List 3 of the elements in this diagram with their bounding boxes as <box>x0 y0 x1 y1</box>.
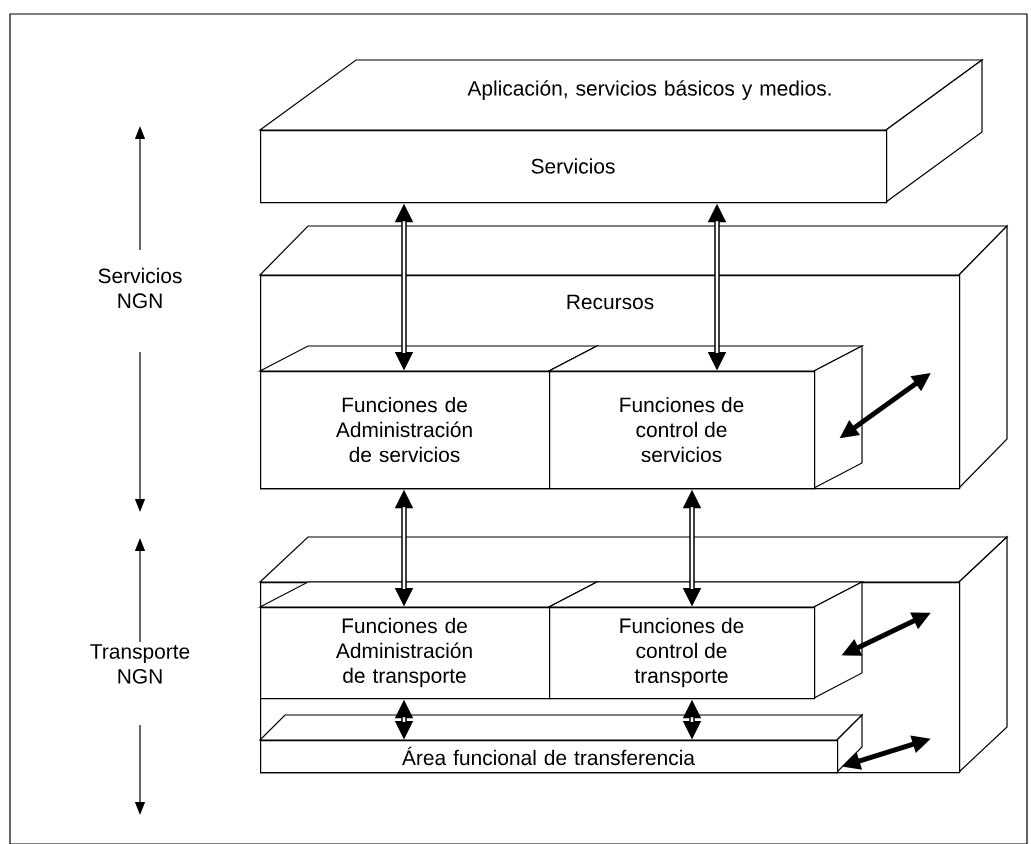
node-label: Servicios <box>531 158 615 174</box>
layer-label: Servicios NGN <box>98 267 182 309</box>
layer-label: Transporte NGN <box>90 644 190 684</box>
